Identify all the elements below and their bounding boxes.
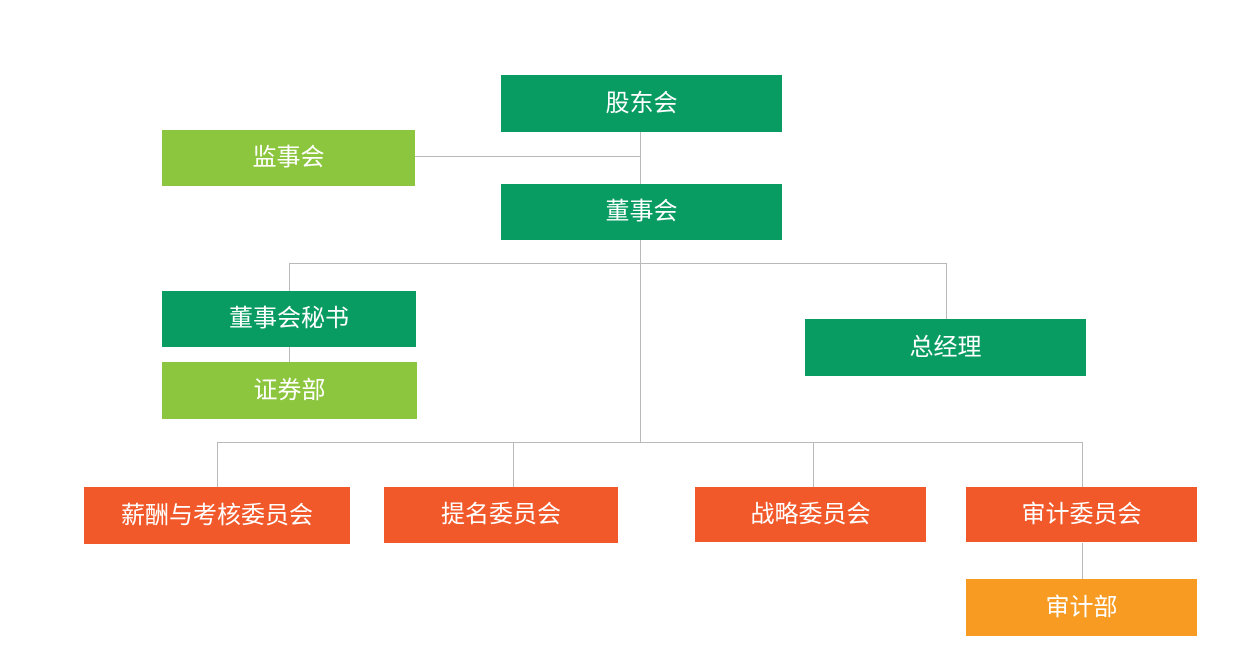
connector-strategy-drop <box>813 442 814 487</box>
connector-secretary-gm-branch <box>289 263 947 264</box>
node-nomination-committee: 提名委员会 <box>384 487 618 543</box>
connector-secretary-drop <box>289 263 290 291</box>
connector-committees-branch <box>217 442 1083 443</box>
connector-shareholders-board <box>640 132 641 184</box>
connector-audit-committee-audit-department <box>1082 543 1083 579</box>
connector-board-committees-trunk <box>640 240 641 443</box>
node-audit-committee: 审计委员会 <box>966 487 1197 542</box>
connector-compensation-drop <box>217 442 218 487</box>
connector-supervisory-branch <box>415 156 641 157</box>
node-board-secretary: 董事会秘书 <box>162 291 416 347</box>
connector-gm-drop <box>946 263 947 319</box>
node-audit-department: 审计部 <box>966 579 1197 636</box>
connector-audit-committee-drop <box>1082 442 1083 487</box>
node-general-manager: 总经理 <box>805 319 1086 376</box>
connector-nomination-drop <box>513 442 514 487</box>
node-board-of-directors: 董事会 <box>501 184 782 240</box>
node-securities-department: 证券部 <box>162 362 417 419</box>
node-compensation-assessment-committee: 薪酬与考核委员会 <box>84 487 350 544</box>
node-supervisory-board: 监事会 <box>162 130 415 186</box>
node-strategy-committee: 战略委员会 <box>695 487 926 542</box>
node-shareholders-meeting: 股东会 <box>501 75 782 132</box>
connector-secretary-securities <box>289 347 290 362</box>
